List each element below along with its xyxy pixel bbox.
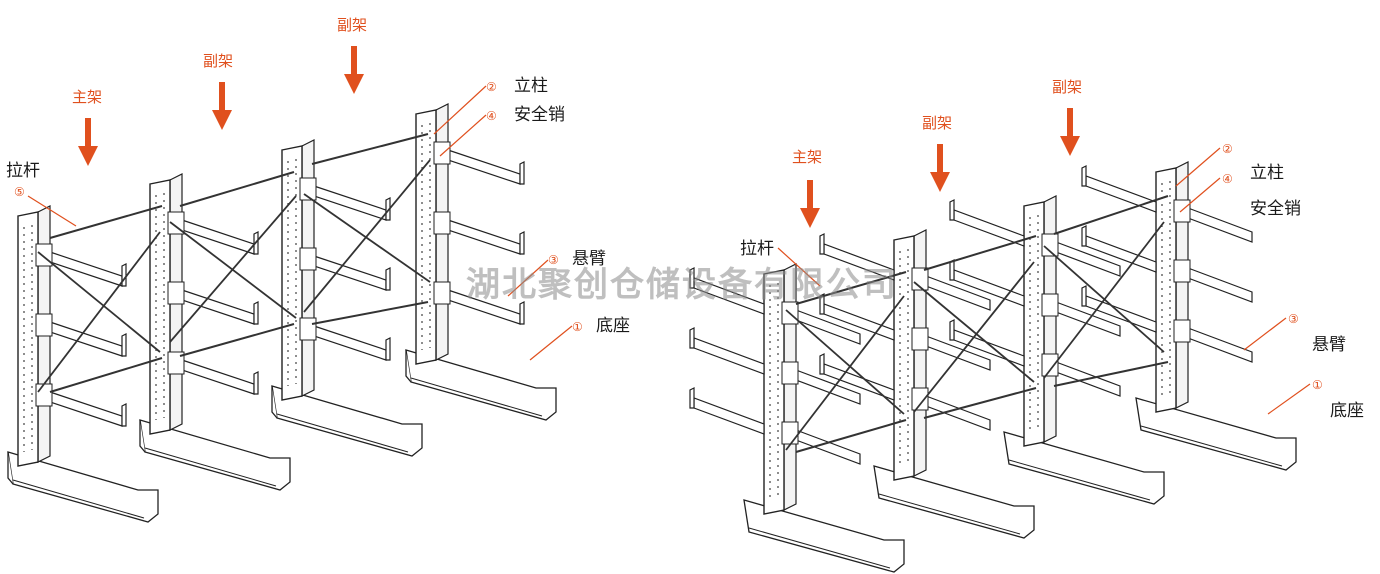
down-arrow-icon (930, 144, 950, 192)
rack-frame (7, 205, 159, 523)
cross-brace (37, 251, 161, 353)
rack-frame (689, 263, 905, 573)
callout-upright: 立柱 (514, 76, 548, 96)
leader-line (27, 195, 77, 227)
callout-base: 底座 (596, 316, 630, 336)
callout-number: ① (1312, 378, 1323, 392)
callout-safety-pin: 安全销 (514, 105, 565, 125)
tie-rod (1053, 361, 1169, 387)
cross-brace (303, 193, 431, 283)
leader-line (1243, 317, 1287, 351)
leader-line (529, 325, 573, 361)
cross-brace (913, 281, 1035, 383)
callout-tie-rod: 拉杆 (6, 161, 40, 181)
right-rack-figure: 主架 副架 副架 ② 立柱 ④ 安全销 ③ 悬臂 ① 底座 拉杆 (689, 78, 1364, 573)
callout-number: ② (486, 80, 497, 94)
cross-brace (303, 159, 431, 313)
leader-line (1175, 147, 1221, 187)
callout-number: ③ (548, 253, 559, 267)
tie-rod (179, 323, 295, 357)
frame-label-sub: 副架 (1052, 78, 1082, 96)
callout-safety-pin: 安全销 (1250, 199, 1301, 219)
callout-number: ② (1222, 142, 1233, 156)
frame-label-main: 主架 (792, 148, 822, 166)
frame-label-sub: 副架 (203, 52, 233, 70)
down-arrow-icon (212, 82, 232, 130)
callout-upright: 立柱 (1250, 163, 1284, 183)
frame-label-sub: 副架 (337, 16, 367, 34)
tie-rod (923, 387, 1037, 419)
tie-rod (49, 357, 163, 393)
down-arrow-icon (78, 118, 98, 166)
cross-brace (913, 261, 1035, 413)
tie-rod (49, 205, 163, 239)
rack-frame (949, 195, 1165, 505)
leader-line (1267, 383, 1311, 415)
leader-line (439, 114, 487, 157)
callout-arm: 悬臂 (1312, 335, 1346, 355)
rack-frame (405, 103, 557, 421)
leader-line (777, 247, 821, 287)
tie-rod (311, 133, 429, 165)
tie-rod (1053, 195, 1169, 235)
frame-label-sub: 副架 (922, 114, 952, 132)
rack-frame (271, 139, 423, 457)
left-rack-figure: 主架 副架 副架 ② 立柱 ④ 安全销 ③ 悬臂 ① 底座 拉杆 ⑤ (6, 16, 630, 523)
tie-rod (923, 235, 1037, 271)
cross-brace (37, 231, 161, 393)
callout-number: ④ (486, 109, 497, 123)
callout-number: ⑤ (14, 185, 25, 199)
callout-arm: 悬臂 (572, 249, 606, 269)
frame-label-main: 主架 (72, 88, 102, 106)
cross-brace (1043, 245, 1165, 353)
tie-rod (311, 301, 429, 325)
callout-number: ① (572, 320, 583, 334)
callout-number: ④ (1222, 172, 1233, 186)
callout-tie-rod: 拉杆 (740, 239, 774, 259)
callout-base: 底座 (1330, 401, 1364, 421)
leader-line (1179, 177, 1221, 213)
down-arrow-icon (344, 46, 364, 94)
tie-rod (795, 271, 907, 305)
tie-rod (179, 171, 295, 207)
down-arrow-icon (1060, 108, 1080, 156)
leader-line (433, 85, 487, 135)
cross-brace (785, 309, 905, 415)
callout-number: ③ (1288, 312, 1299, 326)
watermark: 湖北聚创仓储设备有限公司 (466, 265, 898, 305)
down-arrow-icon (800, 180, 820, 228)
cross-brace (169, 195, 297, 343)
leader-line (507, 259, 549, 297)
tie-rod (795, 419, 907, 453)
cross-brace (785, 295, 905, 451)
